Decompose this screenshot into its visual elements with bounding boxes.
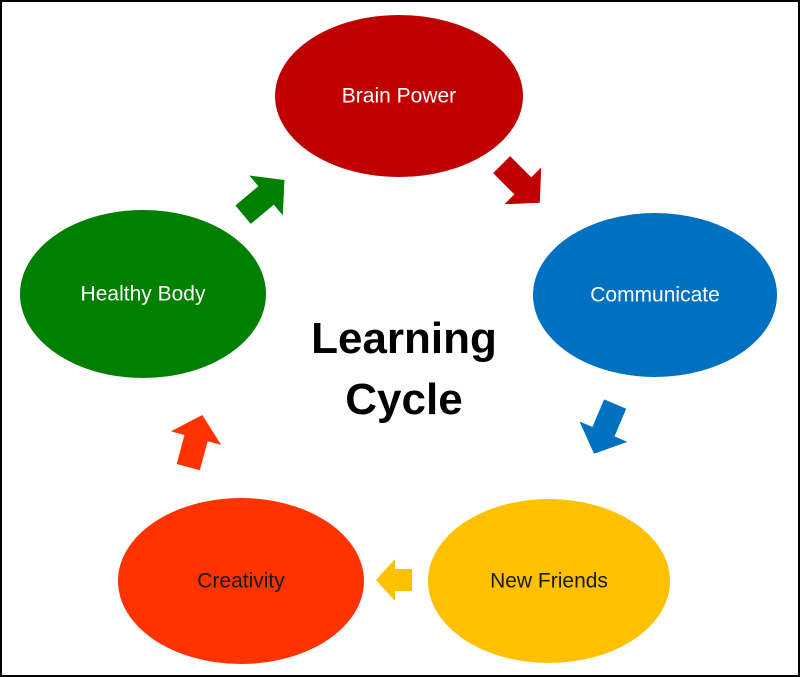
- node-communicate-shape: [533, 213, 777, 377]
- node-new-friends-label: New Friends: [490, 570, 608, 593]
- title-line-2: Cycle: [345, 375, 462, 424]
- node-new-friends-shape: [428, 499, 670, 663]
- node-communicate: Communicate: [533, 213, 777, 377]
- node-healthy-body-shape: [20, 210, 266, 378]
- node-new-friends: New Friends: [428, 499, 670, 663]
- arrow-brain-power-to-communicate: [493, 156, 542, 205]
- arrow-new-friends-to-creativity: [376, 559, 412, 601]
- node-creativity-label: Creativity: [197, 570, 285, 593]
- node-healthy-body: Healthy Body: [20, 210, 266, 378]
- arrow-communicate-to-new-friends: [579, 399, 628, 454]
- center-title: Learning Cycle: [311, 314, 497, 424]
- node-brain-power-label: Brain Power: [342, 85, 456, 108]
- node-creativity: Creativity: [118, 498, 364, 664]
- title-line-1: Learning: [311, 314, 497, 363]
- arrow-creativity-to-healthy-body: [170, 414, 222, 471]
- node-creativity-shape: [118, 498, 364, 664]
- node-healthy-body-label: Healthy Body: [81, 283, 206, 306]
- arrow-healthy-body-to-brain-power: [235, 175, 285, 224]
- cycle-nodes: Brain Power Communicate New Friends Crea…: [20, 15, 777, 664]
- node-brain-power-shape: [275, 15, 523, 177]
- cycle-arrows: [170, 156, 628, 601]
- node-communicate-label: Communicate: [590, 284, 720, 307]
- node-brain-power: Brain Power: [275, 15, 523, 177]
